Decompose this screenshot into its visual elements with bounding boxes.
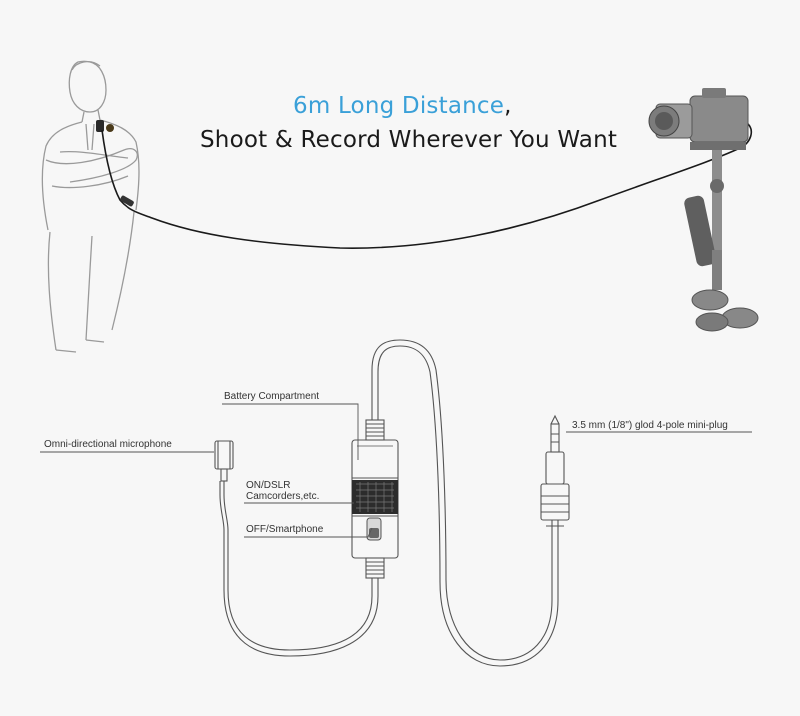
- person-illustration: [41, 60, 140, 353]
- product-line-drawing: [214, 339, 570, 667]
- headline-distance-suffix: ,: [504, 93, 512, 119]
- off-smartphone-label: OFF/Smartphone: [246, 524, 324, 535]
- battery-knurl: [352, 480, 398, 514]
- headline-distance-text: 6m Long Distance: [293, 93, 505, 119]
- on-dslr-label: ON/DSLR: [246, 480, 291, 491]
- callout-leaders: [40, 403, 752, 538]
- headline-tagline: Shoot & Record Wherever You Want: [200, 127, 618, 153]
- headline-distance: 6m Long Distance,: [293, 93, 800, 119]
- camcorders-label: Camcorders,etc.: [246, 491, 320, 502]
- cable-connector-icon: [120, 195, 134, 207]
- microphone-label: Omni-directional microphone: [44, 439, 172, 450]
- plug-label: 3.5 mm (1/8") glod 4-pole mini-plug: [572, 420, 728, 431]
- battery-compartment-label: Battery Compartment: [224, 391, 320, 402]
- lapel-mic-on-person-icon: [96, 120, 114, 132]
- on-off-switch-icon: [366, 517, 382, 541]
- camera-stabilizer-illustration: [648, 88, 759, 332]
